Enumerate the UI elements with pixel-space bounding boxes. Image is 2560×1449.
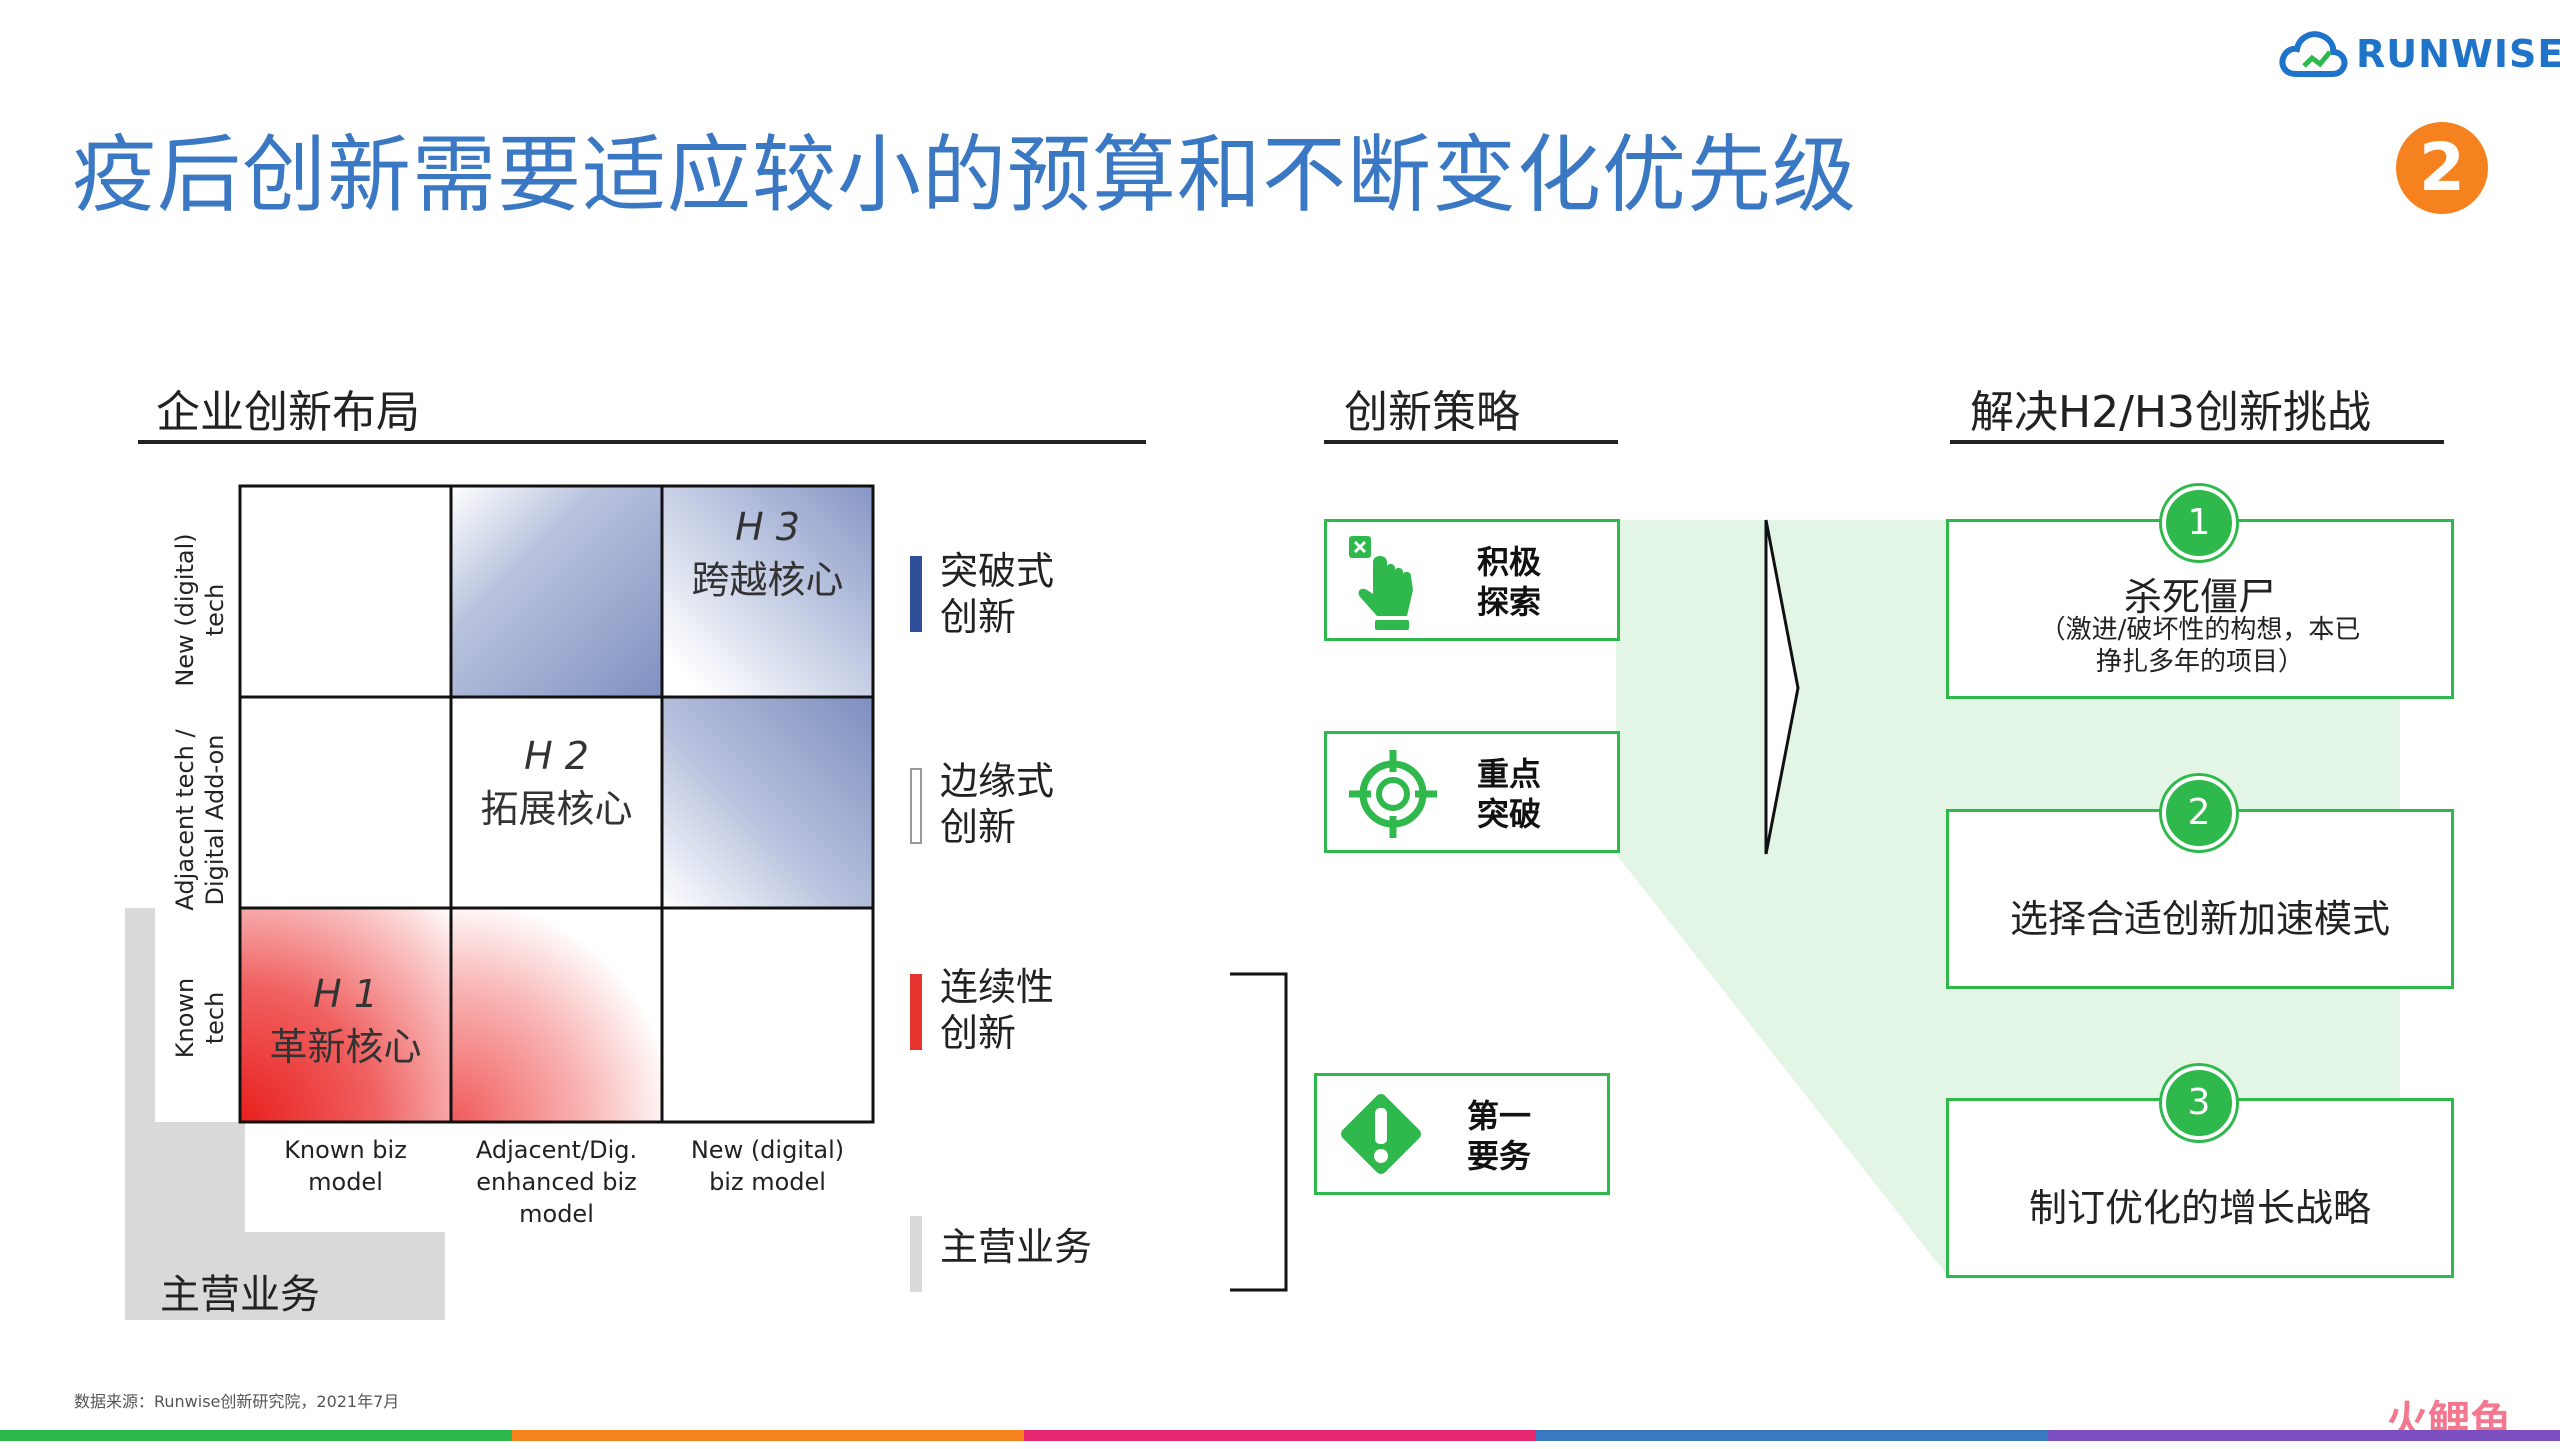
cell-r2-c1 <box>240 697 451 908</box>
section-title-challenge: 解决H2/H3创新挑战 <box>1970 387 2371 438</box>
cell-r2-c2 <box>451 697 662 908</box>
strategy-priority-label: 第一 要务 <box>1467 1097 1532 1175</box>
legend-text-edge: 边缘式 创新 <box>940 759 1055 849</box>
matrix-grid <box>238 484 875 1124</box>
warning-diamond-icon <box>1341 1094 1421 1174</box>
section-title-strategy: 创新策略 <box>1344 387 1520 438</box>
challenge-2-title: 选择合适创新加速模式 <box>2009 897 2390 941</box>
strategy-breakthrough-label: 重点 突破 <box>1477 755 1542 833</box>
slide-number-badge: 2 <box>2396 122 2488 214</box>
legend-swatch-breakthrough <box>910 556 922 632</box>
legend-swatch-core <box>910 1216 922 1292</box>
cell-r2-c3 <box>662 697 873 908</box>
cell-r3-c2 <box>451 908 662 1122</box>
legend-text-breakthrough: 突破式 创新 <box>940 549 1055 639</box>
col-label-known-biz: Known biz model <box>284 1136 407 1196</box>
h1-name: 革新核心 <box>269 1025 422 1069</box>
section-title-layout: 企业创新布局 <box>156 387 420 438</box>
legend-swatch-edge <box>910 768 922 844</box>
bottom-bar-blue <box>1536 1430 2048 1441</box>
cell-r1-c2 <box>451 486 662 697</box>
challenge-3-title: 制订优化的增长战略 <box>2028 1186 2371 1230</box>
core-area-left <box>125 908 155 1320</box>
col-label-adjacent-biz: Adjacent/Dig. enhanced biz model <box>475 1136 638 1228</box>
cell-r3-c3 <box>662 908 873 1122</box>
h3-tag: H 3 <box>735 505 800 549</box>
page-title: 疫后创新需要适应较小的预算和不断变化优先级 <box>72 126 1858 224</box>
core-bracket <box>1230 972 1288 1292</box>
bottom-bar-green <box>0 1430 512 1441</box>
strategy-explore: 积极 探索 <box>1324 519 1620 641</box>
strategy-priority: 第一 要务 <box>1314 1073 1610 1195</box>
h2-name: 拓展核心 <box>480 787 633 831</box>
runwise-logo: RUNWISE <box>2278 28 2560 80</box>
row-label-new-tech: New (digital) tech <box>171 533 229 687</box>
strategy-breakthrough: 重点 突破 <box>1324 731 1620 853</box>
challenge-1-sub: （激进/破坏性的构想，本已 挣扎多年的项目） <box>2039 615 2361 677</box>
challenge-3-number: 3 <box>2162 1066 2236 1140</box>
challenge-2-number: 2 <box>2162 776 2236 850</box>
h3-label: H 3 跨越核心 <box>662 505 873 604</box>
legend-swatch-continuous <box>910 974 922 1050</box>
bottom-bar-pink <box>1024 1430 1536 1441</box>
section-rule-challenge <box>1950 440 2444 444</box>
h2-label: H 2 拓展核心 <box>451 734 662 833</box>
bottom-bar-purple <box>2048 1430 2560 1441</box>
h2-tag: H 2 <box>524 734 589 778</box>
challenge-1-title: 杀死僵尸 <box>2123 575 2276 619</box>
row-label-adjacent-tech: Adjacent tech / Digital Add-on <box>171 729 229 911</box>
row-label-known-tech: Known tech <box>171 977 229 1059</box>
row-label-bg <box>155 908 240 1122</box>
bottom-bar-orange <box>512 1430 1024 1441</box>
cell-r1-c1 <box>240 486 451 697</box>
strategy-explore-label: 积极 探索 <box>1477 543 1542 621</box>
target-icon <box>1349 750 1437 838</box>
h3-name: 跨越核心 <box>691 558 844 602</box>
h1-label: H 1 革新核心 <box>240 972 451 1071</box>
cell-r1-c3 <box>662 486 873 697</box>
section-rule-strategy <box>1324 440 1618 444</box>
col-label-new-biz: New (digital) biz model <box>690 1136 845 1196</box>
legend-text-continuous: 连续性 创新 <box>940 965 1055 1055</box>
hand-click-icon <box>1349 536 1413 630</box>
logo-text: RUNWISE <box>2356 32 2560 76</box>
core-label: 主营业务 <box>160 1272 320 1318</box>
h1-tag: H 1 <box>313 972 378 1016</box>
data-source-note: 数据来源：Runwise创新研究院，2021年7月 <box>74 1392 400 1411</box>
cloud-logo-icon <box>2279 31 2348 77</box>
cell-r3-c1 <box>240 908 451 1122</box>
arrow-triangle-icon <box>1764 519 1800 855</box>
challenge-1-number: 1 <box>2162 486 2236 560</box>
core-area-bottom <box>240 1232 445 1320</box>
section-rule-layout <box>138 440 1146 444</box>
core-area-bottom-left <box>155 1122 245 1320</box>
legend-text-core: 主营业务 <box>940 1225 1093 1269</box>
